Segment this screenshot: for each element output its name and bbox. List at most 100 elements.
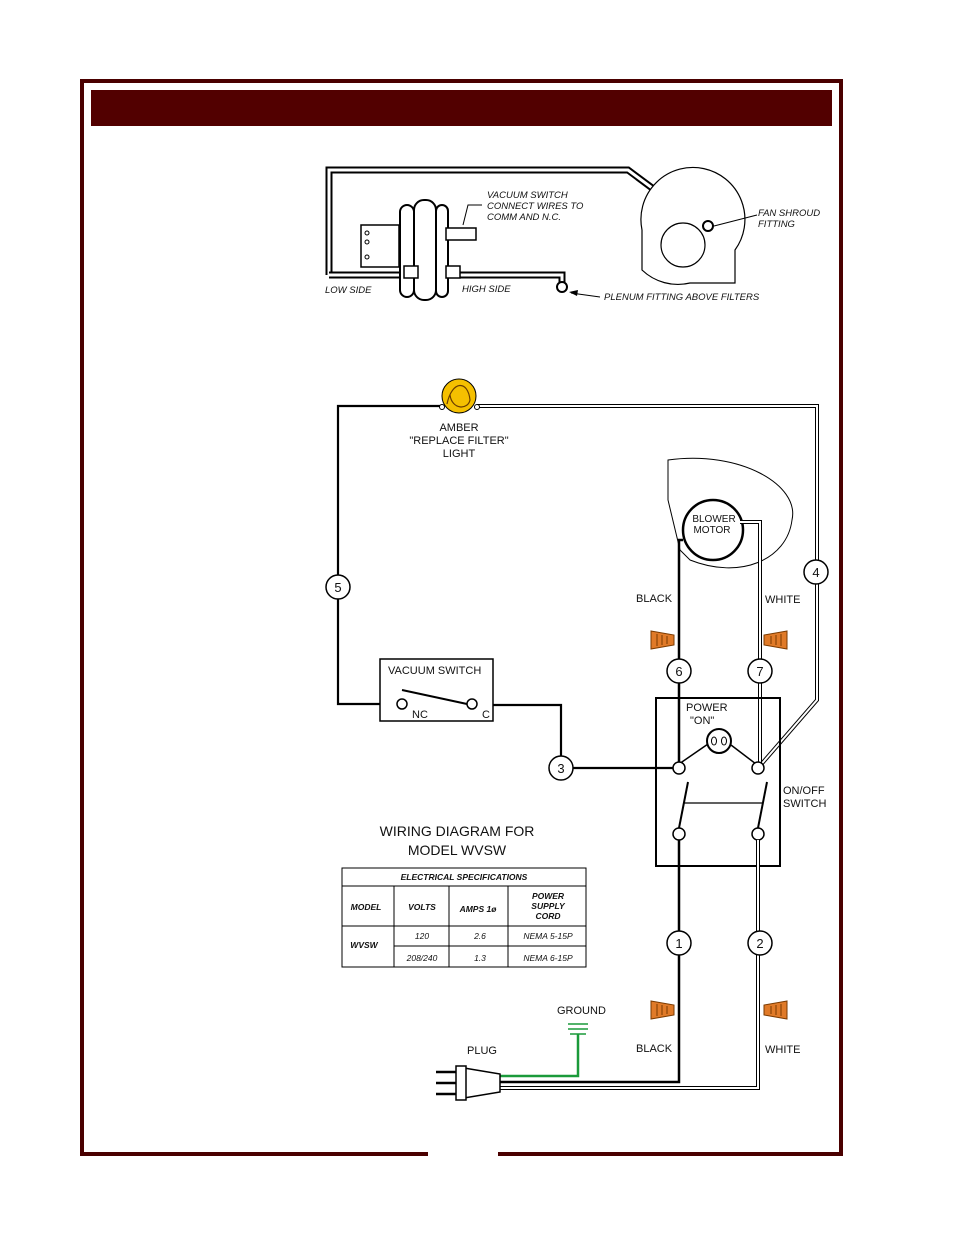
marker-1: 1 <box>666 930 692 956</box>
vacuum-switch-c <box>466 698 478 710</box>
schematic: 5 4 6 7 3 1 2 AMBER "REPLACE FILTER" LIG… <box>325 378 829 1101</box>
switch-terminal-bottom-left <box>672 827 686 841</box>
diaphragm-right <box>435 204 449 298</box>
on-off-switch-box <box>655 697 781 867</box>
svg-text:2: 2 <box>756 936 763 951</box>
plug-prongs <box>436 1070 456 1096</box>
vacuum-switch-box <box>379 658 494 722</box>
blower-label-1: BLOWER <box>692 514 735 525</box>
black-label-top: BLACK <box>636 593 673 605</box>
low-side-port <box>403 265 419 279</box>
specs-title: ELECTRICAL SPECIFICATIONS <box>401 872 528 882</box>
power-on-label-1: POWER <box>686 702 728 714</box>
low-side-label: LOW SIDE <box>325 285 372 296</box>
specs-row1-cord: NEMA 5-15P <box>523 931 573 941</box>
specs-row2-cord: NEMA 6-15P <box>523 953 573 963</box>
blower-motor <box>681 498 745 562</box>
c-label: C <box>482 709 490 721</box>
power-on-label-2: "ON" <box>690 715 714 727</box>
wire-7-white <box>740 520 762 768</box>
svg-text:3: 3 <box>557 761 564 776</box>
header-bar <box>91 90 832 126</box>
wire-3 <box>486 703 678 770</box>
vacuum-switch-label: VACUUM SWITCH <box>388 665 481 677</box>
amber-label-2: "REPLACE FILTER" <box>409 435 508 447</box>
wire-nut-top-left <box>650 630 675 650</box>
plug-body <box>463 1067 501 1099</box>
svg-text:5: 5 <box>334 580 341 595</box>
ground-wire <box>500 1034 580 1078</box>
marker-5: 5 <box>325 574 351 600</box>
white-label-bottom: WHITE <box>765 1044 800 1056</box>
svg-text:4: 4 <box>812 565 819 580</box>
svg-text:7: 7 <box>756 664 763 679</box>
specs-header-cord-2: SUPPLY <box>531 901 566 911</box>
power-on-light <box>706 728 732 754</box>
specs-header-amps: AMPS 1ø <box>459 904 498 914</box>
fan-hub <box>660 222 706 268</box>
svg-text:6: 6 <box>675 664 682 679</box>
amber-light <box>441 378 477 414</box>
specs-header-cord-1: POWER <box>532 891 565 901</box>
amber-label-3: LIGHT <box>443 448 476 460</box>
plug-label: PLUG <box>467 1045 497 1057</box>
ground-symbol <box>568 1023 588 1035</box>
diagram-title-1: WIRING DIAGRAM FOR <box>380 823 535 839</box>
fan-shroud-note-2: FITTING <box>758 219 795 230</box>
specs-row2-amps: 1.3 <box>474 953 486 963</box>
specs-row1-volts: 120 <box>415 931 429 941</box>
switch-terminal <box>445 227 477 241</box>
marker-7: 7 <box>747 658 773 684</box>
vacuum-switch-note-2: CONNECT WIRES TO <box>487 201 584 212</box>
on-off-label-2: SWITCH <box>783 798 826 810</box>
switch-terminal-bottom-right <box>751 827 765 841</box>
specs-model-cell: WVSW <box>350 940 378 950</box>
specs-row2-volts: 208/240 <box>406 953 438 963</box>
diagram-title-2: MODEL WVSW <box>408 842 507 858</box>
specs-row1-amps: 2.6 <box>473 931 486 941</box>
wire-nut-top-right <box>763 630 788 650</box>
black-label-bottom: BLACK <box>636 1043 673 1055</box>
specs-header-volts: VOLTS <box>408 902 436 912</box>
blower-label-2: MOTOR <box>693 525 730 536</box>
switch-blade-left <box>678 781 689 829</box>
wire-1-black <box>500 840 681 1084</box>
plenum-note: PLENUM FITTING ABOVE FILTERS <box>604 292 760 303</box>
nc-label: NC <box>412 709 428 721</box>
high-side-port <box>445 265 461 279</box>
vacuum-switch-note-3: COMM AND N.C. <box>487 212 561 223</box>
fan-shroud-note-1: FAN SHROUD <box>758 208 820 219</box>
svg-text:1: 1 <box>675 936 682 951</box>
plenum-fitting <box>556 281 568 293</box>
marker-2: 2 <box>747 930 773 956</box>
specs-table: ELECTRICAL SPECIFICATIONS MODEL VOLTS AM… <box>341 867 587 968</box>
switch-blade-right <box>757 781 768 829</box>
marker-6: 6 <box>666 658 692 684</box>
marker-3: 3 <box>548 755 574 781</box>
vacuum-switch-note-1: VACUUM SWITCH <box>487 190 568 201</box>
white-label-top: WHITE <box>765 594 800 606</box>
vacuum-detail: VACUUM SWITCH CONNECT WIRES TO COMM AND … <box>325 166 820 303</box>
vacuum-switch-contact <box>401 689 468 705</box>
vacuum-switch-nc <box>396 698 408 710</box>
specs-header-cord-3: CORD <box>535 911 560 921</box>
switch-terminal-top-left <box>672 761 686 775</box>
switch-terminal-top-right <box>751 761 765 775</box>
blower-housing <box>667 457 794 569</box>
diaphragm-center <box>413 199 437 301</box>
wire-6-black <box>677 538 683 768</box>
ground-label: GROUND <box>557 1005 606 1017</box>
wire-5 <box>336 404 441 706</box>
frame-gap <box>428 1150 498 1160</box>
on-off-label-1: ON/OFF <box>783 785 825 797</box>
diaphragm-left <box>399 204 415 298</box>
high-side-label: HIGH SIDE <box>462 284 511 295</box>
fan-shroud-fitting <box>702 220 714 232</box>
marker-4: 4 <box>803 559 829 585</box>
amber-label-1: AMBER <box>439 422 478 434</box>
wire-nut-bottom-left <box>650 1000 675 1020</box>
wire-4 <box>477 404 819 770</box>
specs-header-model: MODEL <box>351 902 382 912</box>
wire-nut-bottom-right <box>763 1000 788 1020</box>
